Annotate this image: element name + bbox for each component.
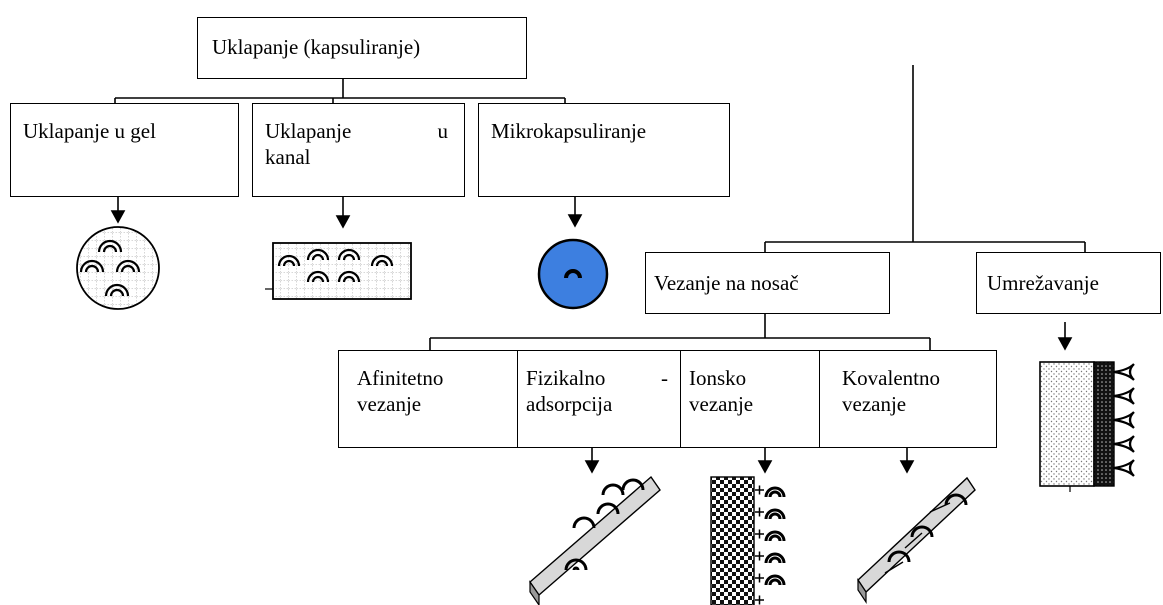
gel-label: Uklapanje u gel xyxy=(23,119,156,143)
afin-line1: Afinitetno xyxy=(357,366,444,390)
mikro-node: Mikrokapsuliranje xyxy=(478,103,730,197)
fiz-word1: Fizikalno xyxy=(526,366,606,390)
afin-line2: vezanje xyxy=(357,392,422,416)
gel-bead-icon xyxy=(76,226,160,310)
ionic-binding-icon xyxy=(710,476,786,605)
kanal-word2: u xyxy=(437,119,449,143)
mikro-label: Mikrokapsuliranje xyxy=(491,119,647,143)
fiz-line2: adsorpcija xyxy=(526,392,613,416)
ion-line2: vezanje xyxy=(689,392,754,416)
crosslinking-icon xyxy=(1039,361,1135,492)
umrez-label: Umrežavanje xyxy=(987,271,1099,295)
ion-node: Ionsko vezanje xyxy=(680,350,820,448)
root-node: Uklapanje (kapsuliranje) xyxy=(197,17,527,79)
microcapsule-icon xyxy=(537,238,609,310)
arrows xyxy=(110,196,1073,474)
kov-line2: vezanje xyxy=(842,392,907,416)
umrez-node: Umrežavanje xyxy=(976,252,1161,314)
kanal-line1: Uklapanje u xyxy=(265,118,448,144)
afin-node: Afinitetno vezanje xyxy=(338,350,518,448)
tree-connectors xyxy=(114,65,1086,351)
kanal-word1: Uklapanje xyxy=(265,119,352,143)
covalent-binding-icon xyxy=(857,476,976,604)
nosac-label: Vezanje na nosač xyxy=(654,271,799,295)
kov-line1: Kovalentno xyxy=(842,366,940,390)
gel-node: Uklapanje u gel xyxy=(10,103,239,197)
fiz-node: Fizikalno - adsorpcija xyxy=(517,350,681,448)
nosac-node: Vezanje na nosač xyxy=(645,252,890,314)
kanal-node: Uklapanje u kanal xyxy=(252,103,465,197)
channel-matrix-icon xyxy=(265,242,412,300)
ion-line1: Ionsko xyxy=(689,366,747,390)
fiz-word2: - xyxy=(661,366,668,390)
root-label: Uklapanje (kapsuliranje) xyxy=(212,35,421,59)
kov-node: Kovalentno vezanje xyxy=(819,350,997,448)
physical-adsorption-icon xyxy=(529,475,661,605)
fiz-line1: Fizikalno - xyxy=(526,365,668,391)
kanal-line2: kanal xyxy=(265,145,311,169)
